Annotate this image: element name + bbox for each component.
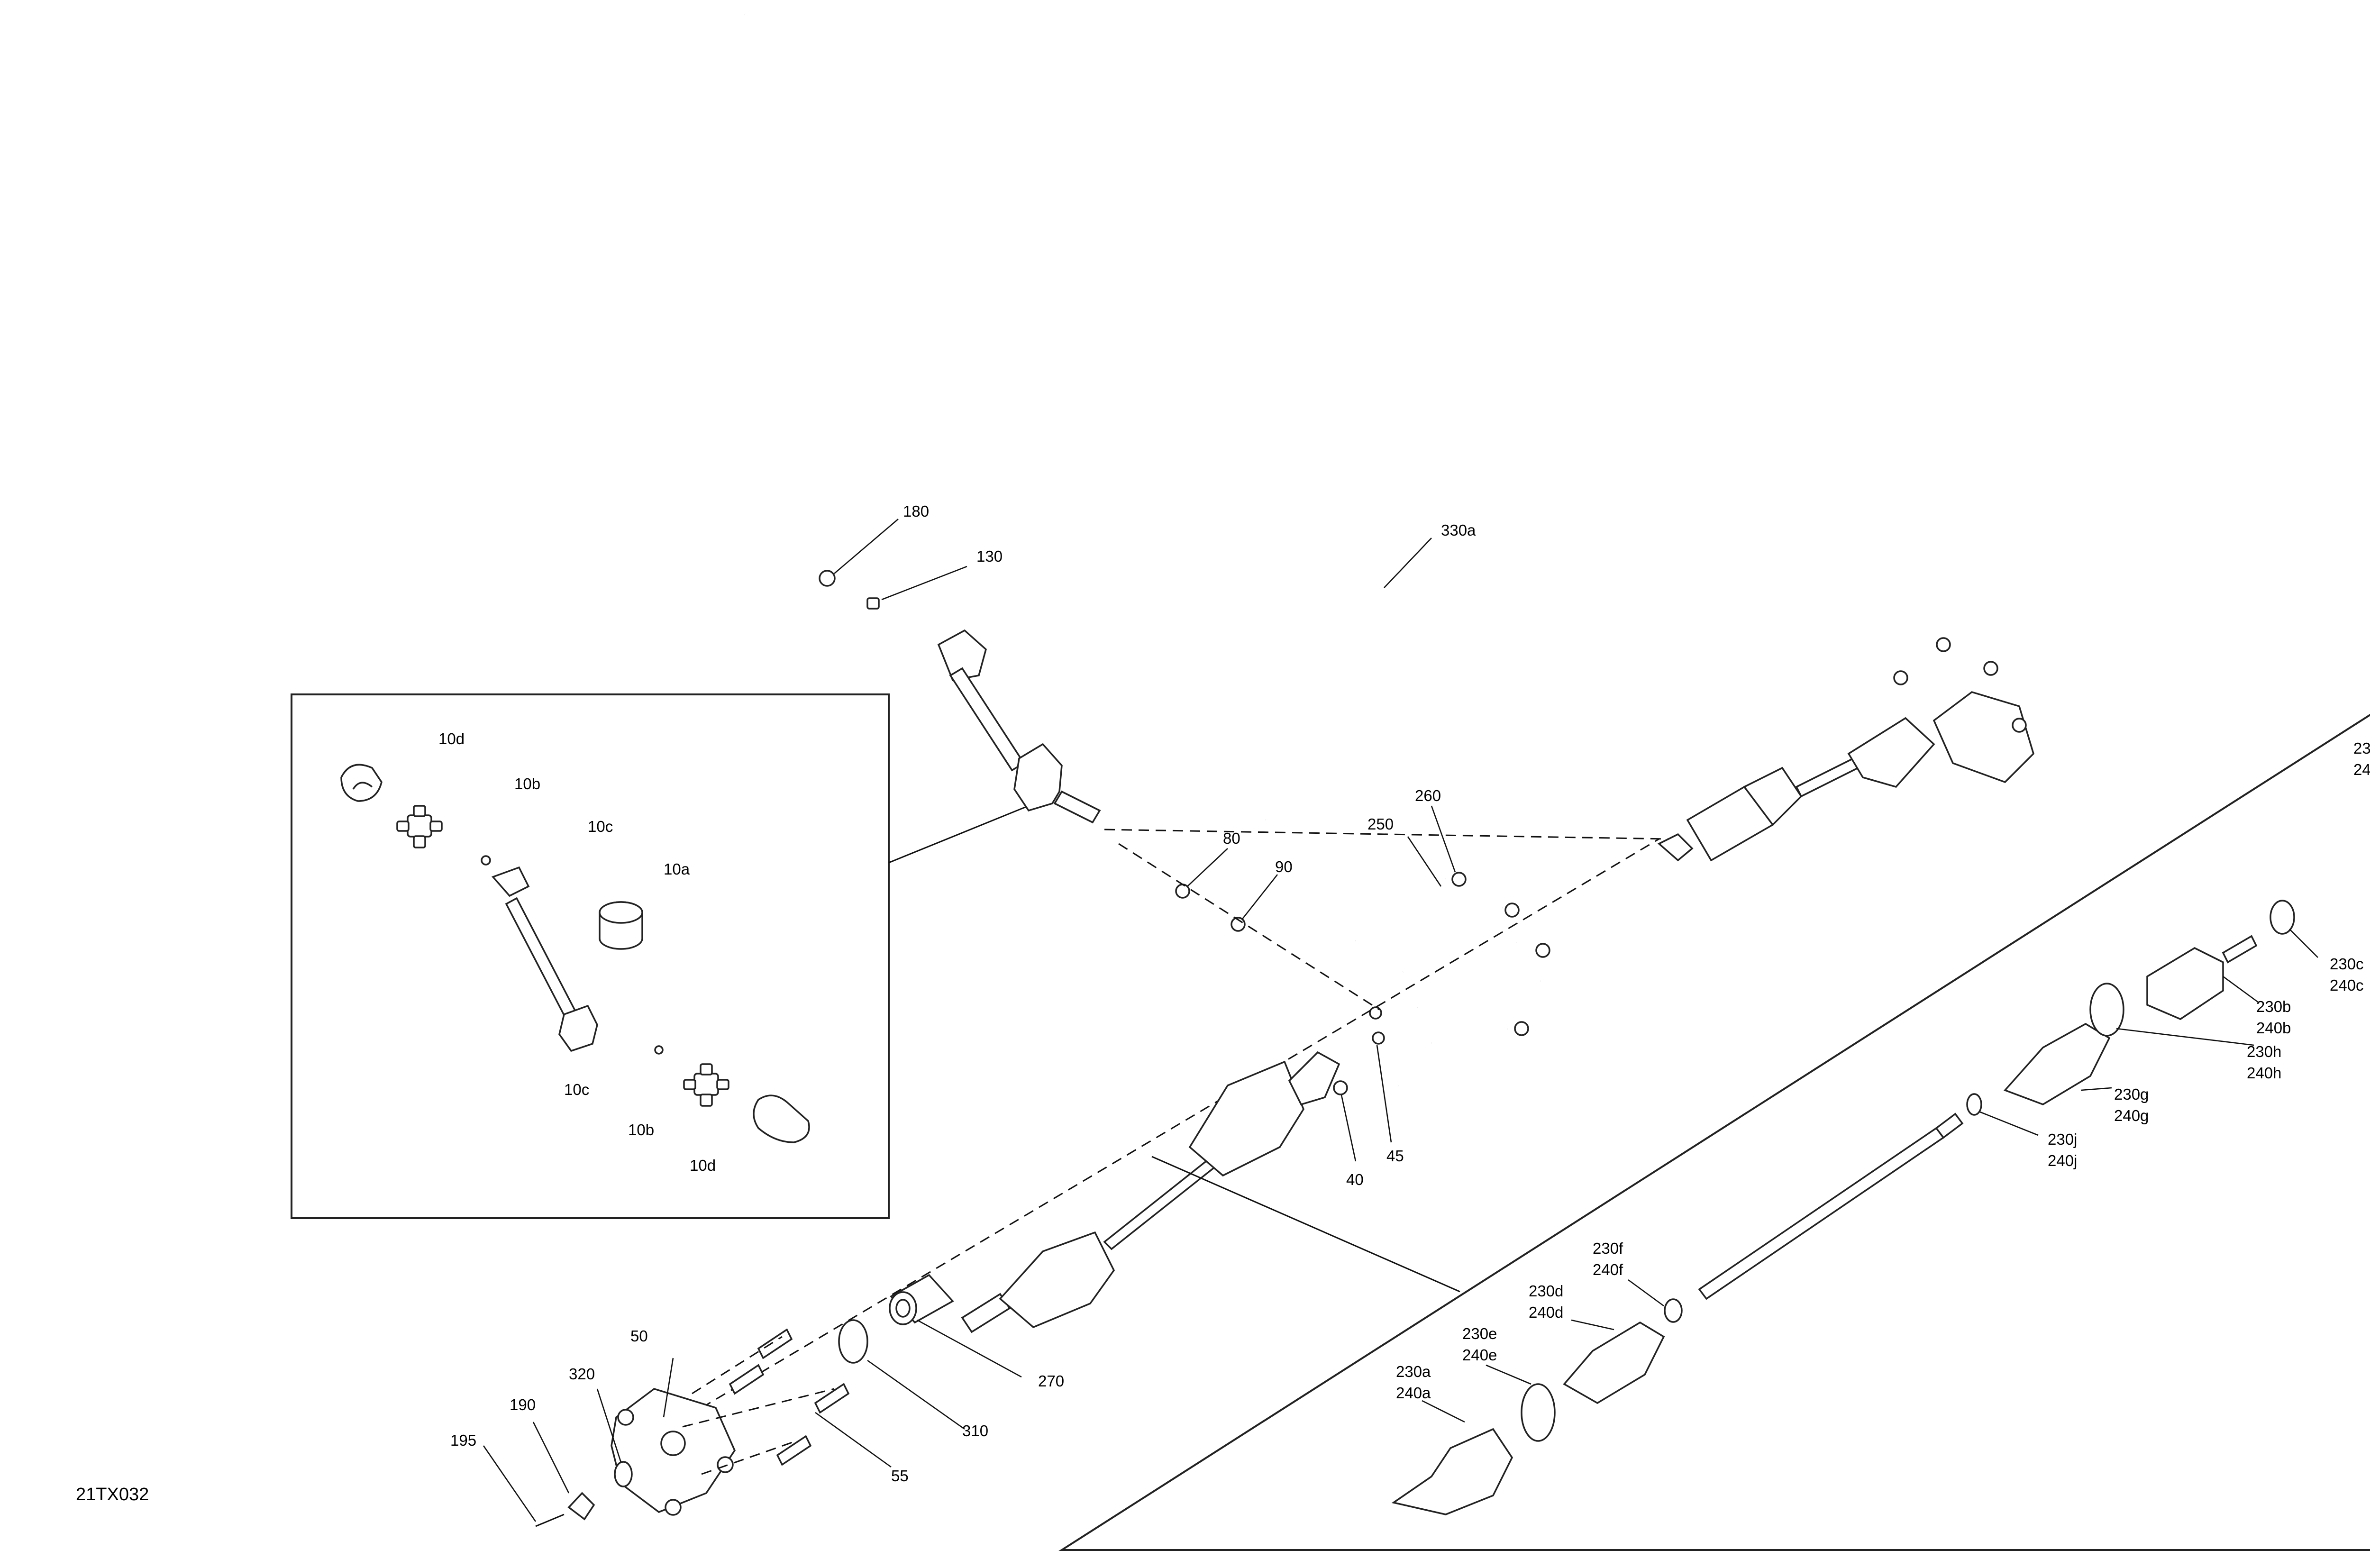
shaft-assembly-inset [481, 855, 598, 1052]
inset-callout-10a: 10a [664, 860, 690, 878]
kit-callout-240c: 240c [2330, 976, 2364, 994]
callout-310: 310 [962, 1422, 988, 1440]
kit-callout-230e: 230e [1462, 1325, 1497, 1342]
kit-callout-230d: 230d [1529, 1282, 1563, 1300]
callout-90: 90 [1275, 858, 1293, 875]
drawing-id: 21TX032 [76, 1485, 149, 1504]
yoke-10d-bottom [753, 1094, 810, 1143]
inset-callout-10b-bottom: 10b [628, 1121, 654, 1139]
callout-260: 260 [1415, 787, 1441, 804]
sleeve-10a [599, 901, 643, 950]
callout-250: 250 [1367, 815, 1394, 833]
inset-callout-10d-top: 10d [438, 730, 465, 748]
kit-callout-240a: 240a [1396, 1384, 1431, 1402]
kit-callout-230: 230 [2353, 739, 2370, 757]
callout-55: 55 [891, 1467, 909, 1485]
kit-callout-230c: 230c [2330, 955, 2364, 973]
callout-320: 320 [569, 1365, 595, 1383]
inset-callout-10c-bottom: 10c [564, 1081, 589, 1098]
callout-40: 40 [1346, 1171, 1364, 1188]
cross-10b-bottom [654, 1045, 729, 1107]
leader-lines [483, 519, 2318, 1522]
kit-callout-240e: 240e [1462, 1346, 1497, 1364]
callout-330a: 330a [1441, 521, 1476, 539]
inset-callout-10b-top: 10b [514, 775, 540, 793]
cross-10b-top [396, 805, 443, 848]
kit-callout-240d: 240d [1529, 1304, 1563, 1321]
bearing-270 [889, 1274, 954, 1325]
callout-50: 50 [630, 1327, 648, 1345]
detail-inset-box [291, 693, 1029, 1219]
cv-kit-box [1058, 713, 2370, 1551]
callout-195: 195 [450, 1431, 476, 1449]
inset-callout-10d-bottom: 10d [690, 1157, 716, 1174]
callout-45: 45 [1386, 1147, 1404, 1165]
kit-callout-240f: 240f [1593, 1261, 1623, 1278]
kit-callout-240g: 240g [2114, 1107, 2149, 1124]
upper-driveshaft [1657, 637, 2034, 862]
bolt-group [1175, 872, 1550, 1095]
kit-callout-240: 240 [2353, 761, 2370, 778]
kit-callout-230b: 230b [2256, 998, 2291, 1015]
hub-assembly [535, 1328, 850, 1527]
lower-driveshaft [961, 1051, 1340, 1333]
callout-190: 190 [510, 1396, 536, 1413]
callout-130: 130 [976, 547, 1003, 565]
kit-callout-240b: 240b [2256, 1019, 2291, 1037]
propeller-shaft-assembly [819, 570, 1101, 824]
callout-80: 80 [1223, 830, 1240, 847]
callout-labels: 180 130 330a 80 90 250 260 45 40 270 310… [438, 502, 2370, 1485]
kit-callout-240j: 240j [2048, 1152, 2077, 1169]
callout-180: 180 [903, 502, 929, 520]
kit-callout-230h: 230h [2247, 1043, 2281, 1060]
kit-callout-230j: 230j [2048, 1130, 2077, 1148]
kit-callout-230a: 230a [1396, 1363, 1431, 1380]
cable-330a [681, 13, 1307, 821]
kit-callout-240h: 240h [2247, 1064, 2281, 1082]
kit-callout-230f: 230f [1593, 1240, 1623, 1257]
kit-callout-230g: 230g [2114, 1085, 2149, 1103]
callout-270: 270 [1038, 1372, 1064, 1390]
inset-callout-10c-top: 10c [588, 818, 613, 835]
circlip-310 [838, 1319, 868, 1364]
yoke-10d-top [340, 764, 383, 802]
